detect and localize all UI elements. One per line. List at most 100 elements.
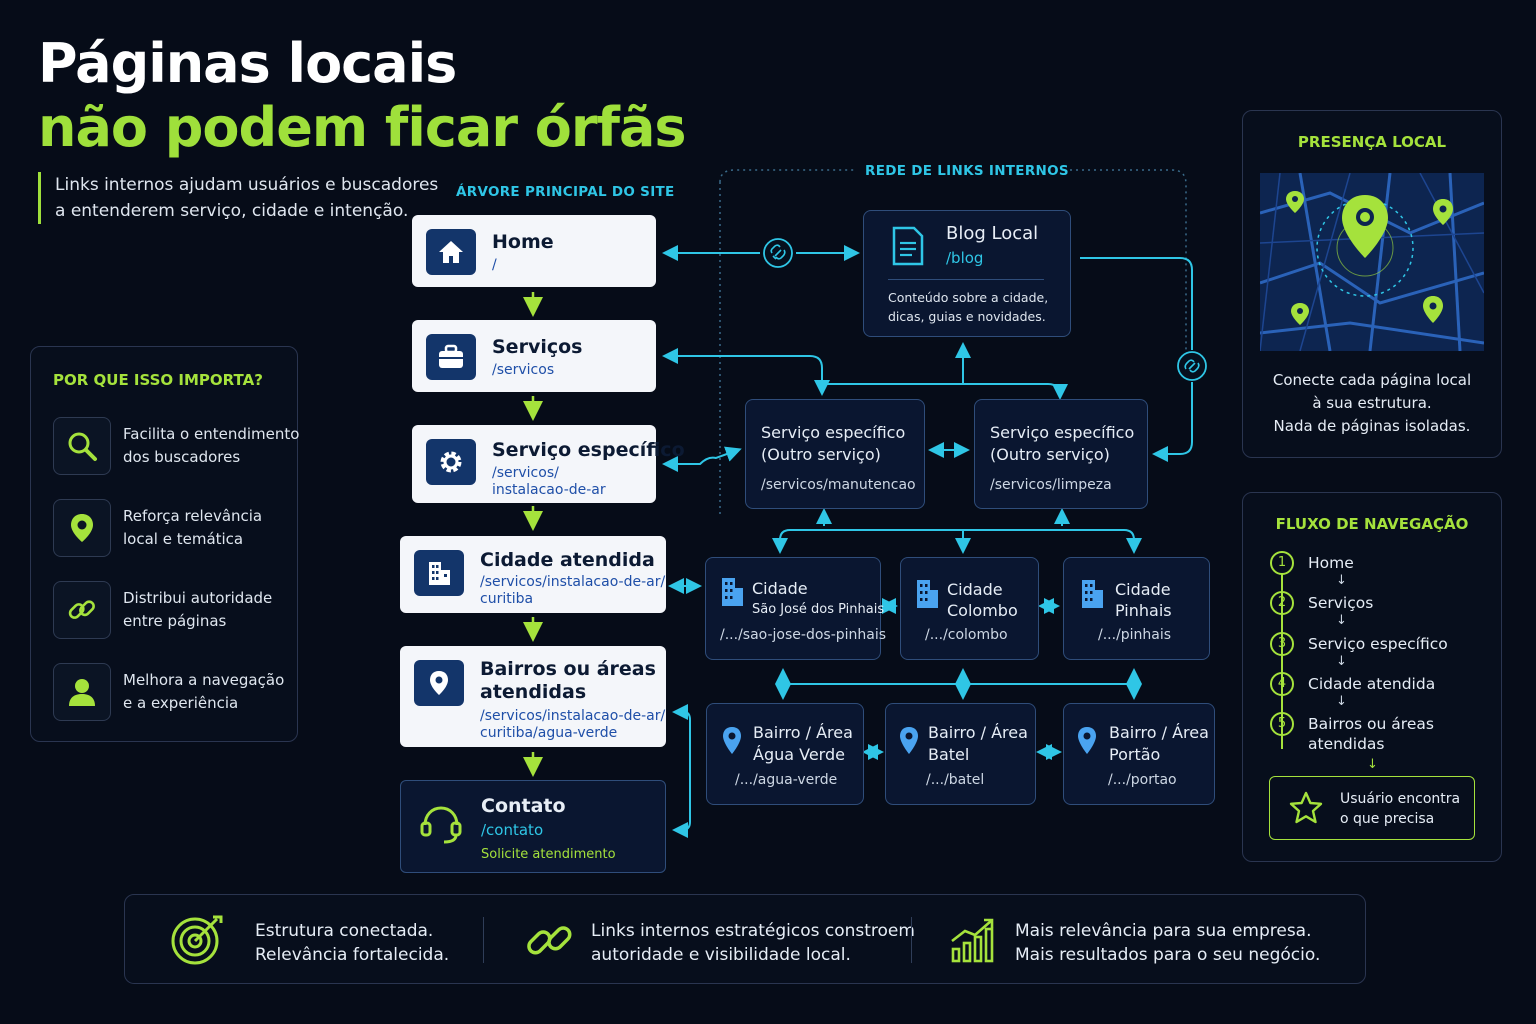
card-title: (Outro serviço): [990, 445, 1110, 464]
flow-line: [1281, 573, 1283, 749]
step-number: 5: [1270, 712, 1294, 736]
card-title: Cidade: [947, 580, 1003, 599]
location-pin-icon: [900, 727, 918, 754]
tree-card-neighborhoods[interactable]: Bairros ou áreas atendidas /servicos/ins…: [400, 646, 666, 747]
step-label: Bairros ou áreas: [1308, 715, 1434, 733]
location-pin-icon: [723, 727, 741, 754]
step-label: Cidade atendida: [1308, 675, 1436, 693]
divider: [483, 917, 484, 963]
card-title: Colombo: [947, 601, 1018, 620]
subtitle-line1: Links internos ajudam usuários e buscado…: [55, 175, 439, 195]
reason-text: Distribui autoridade: [123, 589, 273, 607]
city-card[interactable]: Cidade Pinhais /.../pinhais: [1063, 557, 1210, 660]
divider: [888, 279, 1044, 280]
target-icon: [171, 915, 223, 965]
card-title: São José dos Pinhais: [752, 602, 885, 617]
summary-text: Mais relevância para sua empresa.: [1015, 921, 1312, 941]
tree-card-city[interactable]: Cidade atendida /servicos/instalacao-de-…: [400, 536, 666, 613]
city-card[interactable]: Cidade São José dos Pinhais /.../sao-jos…: [705, 557, 886, 660]
final-result-text: Usuário encontra: [1340, 791, 1461, 807]
blog-description: Conteúdo sobre a cidade,: [888, 290, 1049, 305]
down-arrow-icon: ↓: [1336, 573, 1347, 588]
card-title: Cidade: [1115, 580, 1171, 599]
reason-text: local e temática: [123, 530, 244, 548]
card-path: /.../agua-verde: [735, 772, 838, 788]
location-pin-icon: [414, 660, 464, 706]
tree-card-services[interactable]: Serviços /servicos: [412, 320, 656, 392]
card-path: /.../sao-jose-dos-pinhais: [720, 627, 887, 643]
building-icon: [1082, 580, 1103, 608]
search-icon: [53, 417, 111, 475]
building-icon: [414, 550, 464, 596]
down-arrow-icon: ↓: [1336, 694, 1347, 709]
location-pin-icon: [1078, 727, 1096, 754]
link-icon: [527, 926, 572, 955]
presence-title: PRESENÇA LOCAL: [1297, 133, 1447, 151]
card-title: Batel: [928, 745, 970, 764]
reason-text: entre páginas: [123, 612, 227, 630]
city-card[interactable]: Cidade Colombo /.../colombo: [900, 557, 1039, 660]
card-title: Portão: [1109, 745, 1161, 764]
navigation-flow-panel: FLUXO DE NAVEGAÇÃO 1 Home ↓ 2 Serviços ↓…: [1242, 492, 1502, 862]
card-title: Serviço específico: [492, 439, 685, 461]
card-path: /.../batel: [926, 772, 985, 788]
building-icon: [917, 580, 938, 608]
neighborhood-card[interactable]: Bairro / Área Água Verde /.../agua-verde: [706, 703, 864, 805]
summary-text: Mais resultados para o seu negócio.: [1015, 945, 1321, 965]
step-label: Serviço específico: [1308, 635, 1448, 653]
card-path: /blog: [946, 249, 984, 267]
down-arrow-icon: ↓: [1336, 654, 1347, 669]
link-icon: [53, 581, 111, 639]
gear-icon: [426, 439, 476, 485]
card-path: /.../pinhais: [1098, 627, 1172, 643]
user-icon: [53, 663, 111, 721]
other-service-card[interactable]: Serviço específico (Outro serviço) /serv…: [974, 399, 1148, 509]
reason-text: e a experiência: [123, 694, 239, 712]
card-path: /.../colombo: [925, 627, 1008, 643]
card-path: /servicos/: [492, 465, 559, 481]
tree-card-home[interactable]: Home /: [412, 215, 656, 287]
final-result-text: o que precisa: [1340, 811, 1435, 827]
card-title: Cidade atendida: [480, 549, 655, 571]
card-path: /servicos/manutencao: [761, 477, 916, 493]
bottom-summary-bar: Estrutura conectada. Relevância fortalec…: [124, 894, 1366, 984]
neighborhood-card[interactable]: Bairro / Área Portão /.../portao: [1063, 703, 1215, 805]
step-label: Serviços: [1308, 594, 1374, 612]
presence-text: à sua estrutura.: [1312, 394, 1432, 412]
presence-text: Nada de páginas isoladas.: [1273, 417, 1471, 435]
blog-card[interactable]: Blog Local /blog Conteúdo sobre a cidade…: [863, 210, 1071, 337]
tree-card-contact[interactable]: Contato /contato Solicite atendimento: [400, 780, 666, 873]
reason-item: Distribui autoridade entre páginas: [53, 581, 293, 639]
final-result-box: Usuário encontra o que precisa: [1269, 776, 1475, 840]
card-title: Cidade: [752, 579, 808, 598]
step-label: Home: [1308, 554, 1354, 572]
star-icon: [1289, 791, 1323, 824]
card-title: atendidas: [480, 681, 587, 703]
card-title: Serviços: [492, 336, 583, 358]
card-path: /contato: [481, 821, 544, 839]
card-path: curitiba: [480, 591, 534, 607]
flow-steps: 1 Home ↓ 2 Serviços ↓ 3 Serviço específi…: [1270, 551, 1490, 753]
card-title: Contato: [481, 795, 566, 817]
card-title: Bairro / Área: [928, 723, 1028, 742]
card-title: Serviço específico: [990, 423, 1135, 442]
subtitle-line2: a entenderem serviço, cidade e intenção.: [55, 201, 409, 221]
card-title: (Outro serviço): [761, 445, 881, 464]
down-arrow-icon: ↓: [1367, 757, 1378, 772]
tree-card-specific-service[interactable]: Serviço específico /servicos/ instalacao…: [412, 425, 685, 503]
card-path: /: [492, 257, 497, 273]
other-service-card[interactable]: Serviço específico (Outro serviço) /serv…: [745, 399, 925, 509]
contact-cta-link[interactable]: Solicite atendimento: [481, 847, 616, 862]
step-label: atendidas: [1308, 735, 1385, 753]
neighborhood-card[interactable]: Bairro / Área Batel /.../batel: [885, 703, 1036, 805]
headset-icon: [420, 806, 462, 844]
city-map-illustration: [1260, 173, 1484, 351]
network-section-label: REDE DE LINKS INTERNOS: [865, 163, 1069, 179]
card-title: Bairro / Área: [753, 723, 853, 742]
down-arrow-icon: ↓: [1336, 613, 1347, 628]
card-path: instalacao-de-ar: [492, 482, 606, 498]
